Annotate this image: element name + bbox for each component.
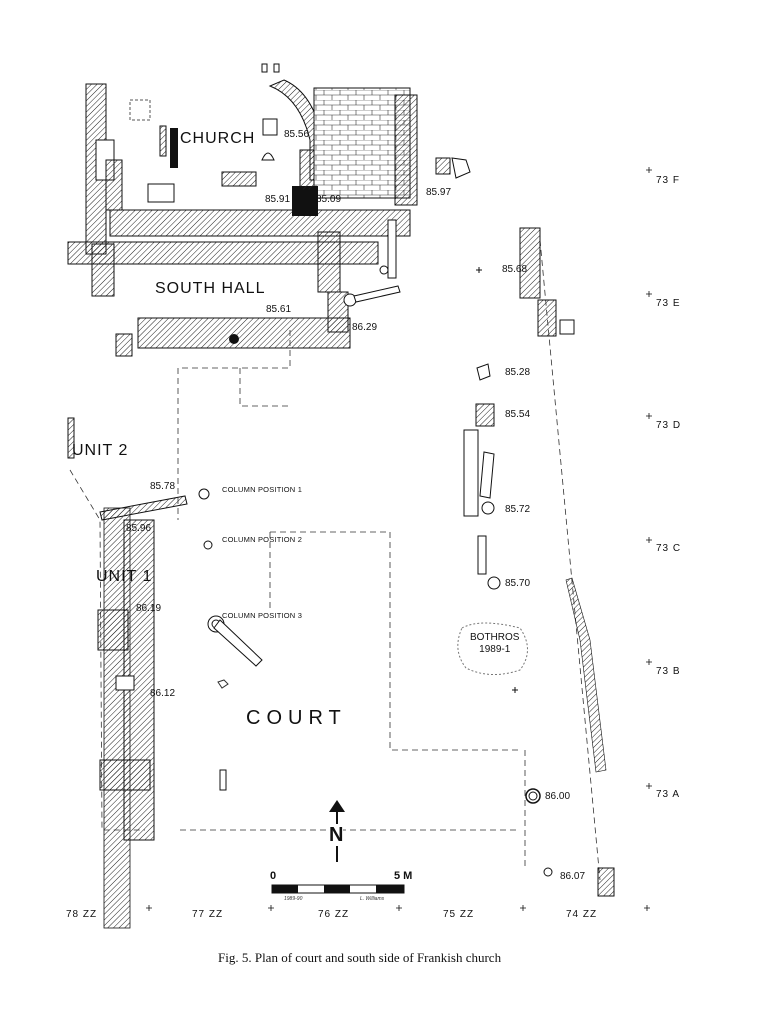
church-walls bbox=[85, 63, 471, 255]
elevation-label: 85.91 bbox=[265, 194, 291, 205]
unit-walls bbox=[67, 417, 188, 929]
elevation-label: 85.96 bbox=[126, 523, 152, 534]
grid-row-label: 73 A bbox=[656, 789, 681, 800]
figure-caption: Fig. 5. Plan of court and south side of … bbox=[218, 950, 502, 965]
drafter-signature: L. Williams bbox=[360, 896, 385, 902]
elevation-label: 85.68 bbox=[502, 264, 528, 275]
elevation-label: 86.07 bbox=[560, 871, 586, 882]
south-hall-label: SOUTH HALL bbox=[155, 280, 266, 297]
grid-markers bbox=[146, 167, 652, 911]
bothros-number: 1989-1 bbox=[479, 644, 511, 655]
grid-col-label: 76 ZZ bbox=[318, 909, 350, 920]
elevation-label: 86.12 bbox=[150, 688, 176, 699]
east-features bbox=[457, 227, 615, 897]
church-label: CHURCH bbox=[180, 130, 256, 147]
elevation-label: 86.19 bbox=[136, 603, 162, 614]
grid-col-label: 74 ZZ bbox=[566, 909, 598, 920]
elevation-label: 86.00 bbox=[545, 791, 571, 802]
elevation-label: 85.09 bbox=[316, 194, 342, 205]
elevation-label: 85.28 bbox=[505, 367, 531, 378]
grid-col-label: 77 ZZ bbox=[192, 909, 224, 920]
scale-max-label: 5 M bbox=[394, 870, 413, 882]
grid-col-label: 75 ZZ bbox=[443, 909, 475, 920]
grid-row-label: 73 F bbox=[656, 175, 681, 186]
grid-row-label: 73 E bbox=[656, 298, 681, 309]
unit2-label: UNIT 2 bbox=[72, 442, 129, 459]
grid-row-label: 73 D bbox=[656, 420, 682, 431]
unit1-label: UNIT 1 bbox=[96, 568, 153, 585]
elevation-label: 85.72 bbox=[505, 504, 531, 515]
column-position-label: COLUMN POSITION 3 bbox=[222, 611, 303, 620]
drawing-date: 1989-90 bbox=[284, 896, 303, 902]
elevation-label: 86.29 bbox=[352, 322, 378, 333]
elevation-label: 85.70 bbox=[505, 578, 531, 589]
column-position-label: COLUMN POSITION 2 bbox=[222, 535, 303, 544]
scale-bar bbox=[271, 884, 405, 894]
court-label: COURT bbox=[246, 707, 347, 729]
bothros-label: BOTHROS 1989-1 bbox=[470, 632, 519, 656]
scale-zero-label: 0 bbox=[270, 870, 277, 882]
dashed-outlines bbox=[69, 239, 601, 881]
court-features bbox=[198, 267, 518, 791]
grid-row-label: 73 B bbox=[656, 666, 681, 677]
column-position-label: COLUMN POSITION 1 bbox=[222, 485, 303, 494]
north-label: N bbox=[329, 824, 344, 846]
south-hall-walls bbox=[67, 219, 401, 357]
elevation-label: 85.78 bbox=[150, 481, 176, 492]
elevation-label: 85.97 bbox=[426, 187, 452, 198]
grid-col-label: 78 ZZ bbox=[66, 909, 98, 920]
elevation-label: 85.54 bbox=[505, 409, 531, 420]
bothros-title: BOTHROS bbox=[470, 632, 520, 643]
elevation-label: 85.61 bbox=[266, 304, 292, 315]
grid-row-label: 73 C bbox=[656, 543, 682, 554]
elevation-label: 85.56 bbox=[284, 129, 310, 140]
